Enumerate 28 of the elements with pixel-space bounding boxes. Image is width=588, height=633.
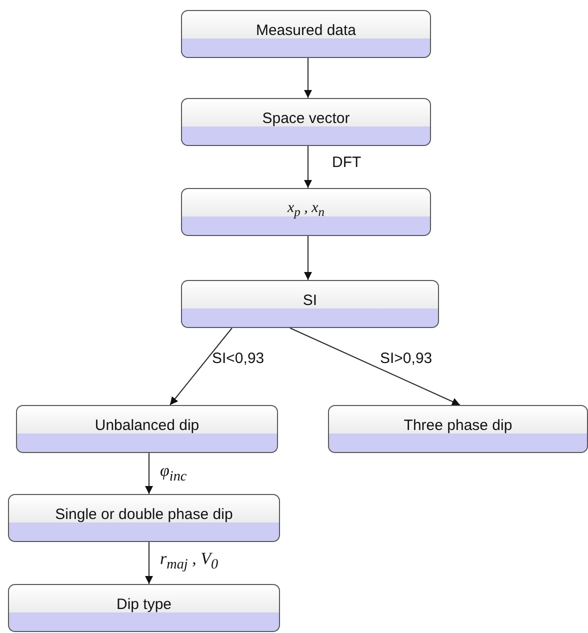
edge-label: SI>0,93 (380, 350, 432, 367)
process-box (181, 280, 439, 328)
arrow (304, 58, 312, 98)
process-box (8, 494, 280, 542)
process-box (181, 98, 431, 146)
process-box (181, 10, 431, 58)
process-box (16, 405, 278, 453)
box-text: Unbalanced dip (94, 417, 200, 434)
box-text: Single or double phase dip (55, 506, 233, 523)
edge-label: SI<0,93 (212, 350, 264, 367)
box-text: Dip type (116, 596, 172, 613)
process-box (8, 584, 280, 632)
arrow (304, 236, 312, 280)
arrow (145, 452, 153, 494)
process-box (328, 405, 588, 453)
box-text: SI (302, 292, 318, 309)
edge-label: φ$_{inc}$ (160, 461, 187, 486)
edge-label: r$_{maj}$ , V$_{0}$ (160, 549, 218, 574)
box-text: Space vector (262, 110, 350, 127)
arrow (145, 542, 153, 584)
box-text: x$_{p}$ , x$_{n}$ (287, 200, 325, 220)
arrow (290, 328, 460, 406)
process-box (181, 188, 431, 236)
box-text: Measured data (256, 22, 356, 39)
arrow (304, 146, 312, 188)
edge-label: DFT (332, 154, 362, 171)
box-text: Three phase dip (404, 417, 512, 434)
arrow (170, 328, 232, 406)
